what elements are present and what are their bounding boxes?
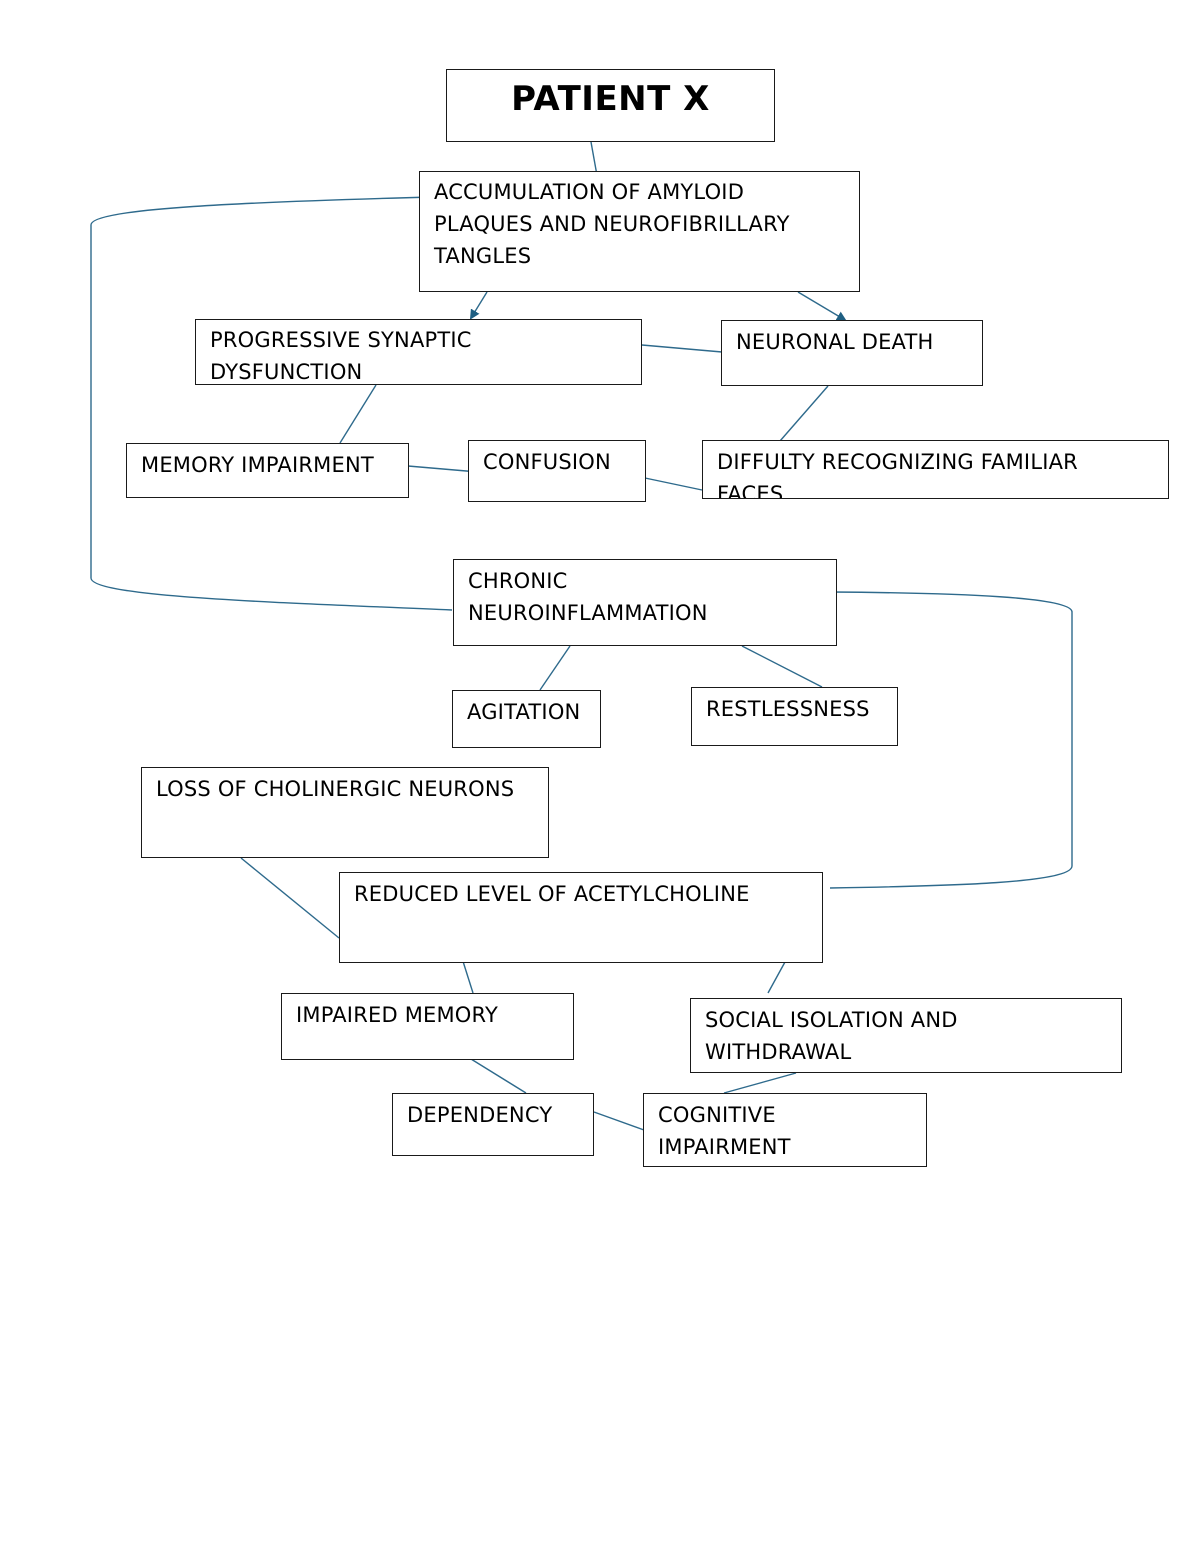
line-confusion-to-familiar-faces <box>644 477 703 491</box>
node-impaired-memory: IMPAIRED MEMORY <box>281 993 574 1060</box>
node-cognitive-impairment: COGNITIVE IMPAIRMENT <box>643 1093 927 1167</box>
node-label: AGITATION <box>467 700 581 724</box>
arrow-accumulation-to-neuronal-death <box>797 291 847 322</box>
line-memory-impairment-to-confusion <box>407 465 479 473</box>
line-neuroinflammation-to-restlessness <box>741 645 823 688</box>
node-social-isolation: SOCIAL ISOLATION AND WITHDRAWAL <box>690 998 1122 1073</box>
line-acetylcholine-to-social-isolation <box>767 961 786 994</box>
node-neuronal-death: NEURONAL DEATH <box>721 320 983 386</box>
node-label: IMPAIRED MEMORY <box>296 1003 499 1027</box>
line-synaptic-to-neuronal-death <box>641 344 723 353</box>
node-label: CONFUSION <box>483 450 611 474</box>
node-label: LOSS OF CHOLINERGIC NEURONS <box>156 777 515 801</box>
node-label: CHRONIC NEUROINFLAMMATION <box>468 569 708 625</box>
node-cholinergic-loss: LOSS OF CHOLINERGIC NEURONS <box>141 767 549 858</box>
node-label: MEMORY IMPAIRMENT <box>141 453 374 477</box>
line-neuroinflammation-to-agitation <box>539 645 571 691</box>
node-synaptic-dysfunction: PROGRESSIVE SYNAPTIC DYSFUNCTION <box>195 319 642 385</box>
line-loop-neuroinflammation-to-acetylcholine <box>829 591 1073 889</box>
node-memory-impairment: MEMORY IMPAIRMENT <box>126 443 409 498</box>
node-label: COGNITIVE IMPAIRMENT <box>658 1103 791 1159</box>
node-label: NEURONAL DEATH <box>736 330 934 354</box>
line-dependency-to-cognitive <box>593 1111 645 1131</box>
patient-title: PATIENT X <box>511 79 710 119</box>
node-restlessness: RESTLESSNESS <box>691 687 898 746</box>
node-label: SOCIAL ISOLATION AND WITHDRAWAL <box>705 1008 958 1064</box>
node-label: PROGRESSIVE SYNAPTIC DYSFUNCTION <box>210 328 472 384</box>
node-acetylcholine: REDUCED LEVEL OF ACETYLCHOLINE <box>339 872 823 963</box>
node-agitation: AGITATION <box>452 690 601 748</box>
node-accumulation: ACCUMULATION OF AMYLOID PLAQUES AND NEUR… <box>419 171 860 292</box>
line-cholinergic-to-acetylcholine <box>240 857 340 939</box>
node-label: DEPENDENCY <box>407 1103 553 1127</box>
line-social-isolation-to-cognitive <box>723 1072 797 1094</box>
node-label: RESTLESSNESS <box>706 697 870 721</box>
line-loop-accumulation-to-neuroinflammation <box>90 196 453 611</box>
node-label: DIFFULTY RECOGNIZING FAMILIAR FACES <box>717 450 1078 499</box>
node-neuroinflammation: CHRONIC NEUROINFLAMMATION <box>453 559 837 646</box>
node-label: ACCUMULATION OF AMYLOID PLAQUES AND NEUR… <box>434 180 790 268</box>
patient-title-box: PATIENT X <box>446 69 775 142</box>
line-synaptic-to-memory-impairment <box>339 384 377 444</box>
node-dependency: DEPENDENCY <box>392 1093 594 1156</box>
line-impaired-memory-to-dependency <box>470 1058 527 1094</box>
arrow-accumulation-to-synaptic <box>469 291 488 320</box>
node-familiar-faces: DIFFULTY RECOGNIZING FAMILIAR FACES <box>702 440 1169 499</box>
node-label: REDUCED LEVEL OF ACETYLCHOLINE <box>354 882 750 906</box>
line-neuronal-death-to-familiar-faces <box>779 385 829 442</box>
node-confusion: CONFUSION <box>468 440 646 502</box>
